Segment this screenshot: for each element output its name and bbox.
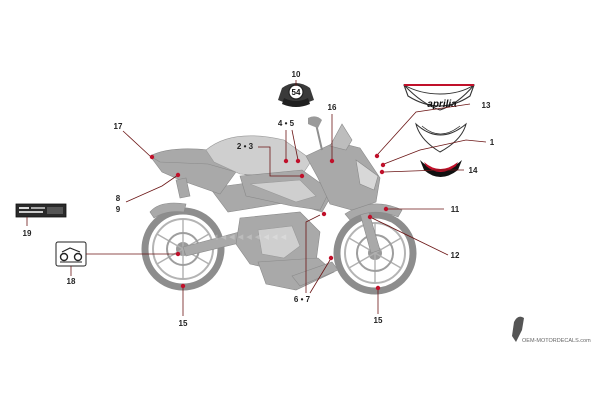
callout-4-5: 4 • 5 xyxy=(278,119,295,128)
site-watermark: OEM-MOTORDECALS.com xyxy=(512,316,591,344)
callout-18: 18 xyxy=(67,277,76,286)
callout-8: 8 xyxy=(116,194,121,203)
overlay-watermark: ◂ ◂ ◂ ◂ ◂ ◂ ◂ ◂ ◂ xyxy=(212,231,287,243)
callout-15-front: 15 xyxy=(374,316,383,325)
rear-hugger xyxy=(149,202,187,219)
callout-12: 12 xyxy=(451,251,460,260)
callout-17: 17 xyxy=(114,122,123,131)
mirror-stem xyxy=(315,123,323,151)
headlight xyxy=(355,159,379,191)
callout-11: 11 xyxy=(451,205,460,214)
belly-pan xyxy=(257,257,335,291)
front-decal-14 xyxy=(420,160,462,177)
motorcycle-illustration xyxy=(141,116,417,295)
callout-2-3: 2 • 3 xyxy=(237,142,254,151)
passenger-peg xyxy=(175,177,191,199)
front-decal-1 xyxy=(415,122,467,153)
plate-decal-19 xyxy=(15,203,67,218)
callout-14: 14 xyxy=(469,166,478,175)
leader-lines xyxy=(26,80,487,316)
svg-text:◂ ◂ ◂ ◂ ◂ ◂ ◂ ◂ ◂: ◂ ◂ ◂ ◂ ◂ ◂ ◂ ◂ ◂ xyxy=(212,231,287,243)
brand-logo-text: aprilia xyxy=(427,99,457,110)
callout-1: 1 xyxy=(490,138,495,147)
exhaust xyxy=(291,261,339,287)
callout-16: 16 xyxy=(328,103,337,112)
callout-labels: 10 17 8 9 2 • 3 4 • 5 16 13 1 14 11 12 6… xyxy=(23,70,495,328)
number-badge-decal: 54 xyxy=(278,83,314,107)
front-decal-13: aprilia xyxy=(403,84,475,111)
windscreen xyxy=(329,123,353,151)
callout-13: 13 xyxy=(482,101,491,110)
callout-19: 19 xyxy=(23,229,32,238)
watermark-logo-icon xyxy=(512,316,524,342)
front-wheel xyxy=(333,211,417,295)
callout-6-7: 6 • 7 xyxy=(294,295,311,304)
mirror xyxy=(308,116,322,128)
callout-10: 10 xyxy=(292,70,301,79)
callout-9: 9 xyxy=(116,205,121,214)
watermark-text: OEM-MOTORDECALS.com xyxy=(522,338,591,344)
badge-number: 54 xyxy=(292,88,301,97)
callout-15-rear: 15 xyxy=(179,319,188,328)
chain-adjust-decal-18 xyxy=(55,241,87,267)
